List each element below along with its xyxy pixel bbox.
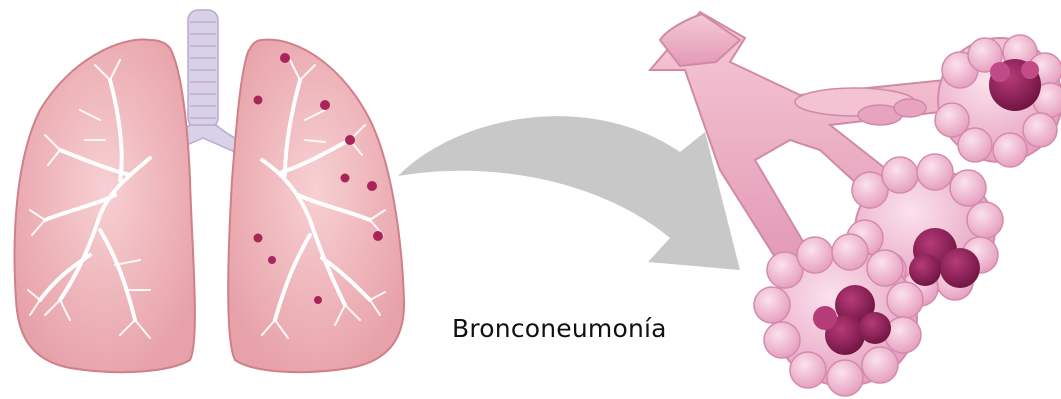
lungs-illustration <box>15 10 405 372</box>
curved-arrow <box>398 116 740 270</box>
left-lung <box>15 40 195 373</box>
caption-text: Bronconeumonía <box>452 314 667 343</box>
alveoli-cluster-top <box>935 35 1061 167</box>
right-lung <box>228 40 404 372</box>
alveoli-cluster-bottom <box>754 234 923 396</box>
